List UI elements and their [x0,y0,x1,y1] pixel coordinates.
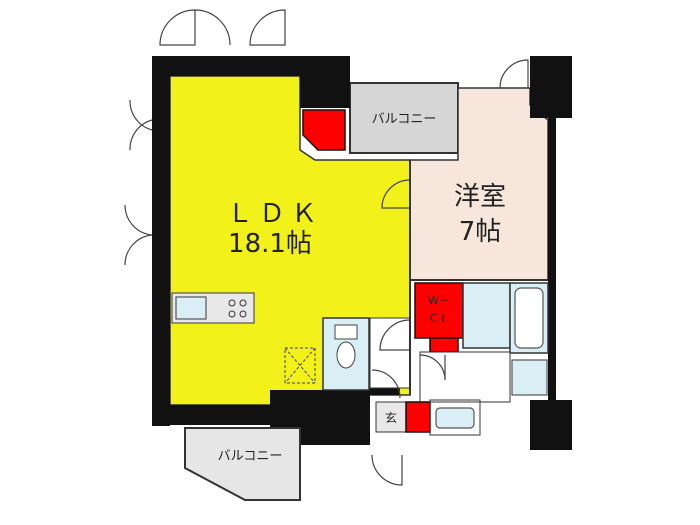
ldk-size: 18.1帖 [228,229,312,259]
wall-bottom-left [152,405,282,425]
shoe-storage[interactable] [405,401,431,433]
entrance-floor [375,401,407,433]
hall-bottom [429,399,481,436]
washing-machine-space-icon [511,359,548,396]
entrance-label: 玄 [385,410,397,425]
wcl-label-line2: ＣＬ [428,312,450,325]
pillar-top-right [530,56,572,118]
wall-top-left [152,56,302,76]
balcony-bottom-label: バルコニー [218,449,283,464]
wall-left-window-a [152,100,158,140]
western-room-label: 洋室 [454,182,506,212]
balcony-top-label: バルコニー [372,112,437,127]
washroom [462,282,511,349]
storage-red-top[interactable] [302,109,346,151]
washbasin-icon [435,407,475,429]
door-swing-icon [124,9,529,486]
balcony-top [349,82,459,154]
wall-right [548,110,556,410]
storage-red-small[interactable] [429,337,459,353]
western-room-size: 7帖 [459,217,502,247]
walk-in-closet[interactable] [414,282,464,339]
kitchen-sink-icon [175,296,207,320]
pillar-top [300,56,350,108]
ldk-label: ＬＤＫ [227,199,323,229]
hallway [369,317,411,389]
stove-icon [228,299,247,318]
bathtub-icon [514,287,544,349]
toilet-icon [334,324,358,369]
wall-left [152,56,170,426]
balcony-bottom [184,427,301,501]
wcl-label-line1: W－ [428,294,450,307]
fridge-space [284,347,316,384]
